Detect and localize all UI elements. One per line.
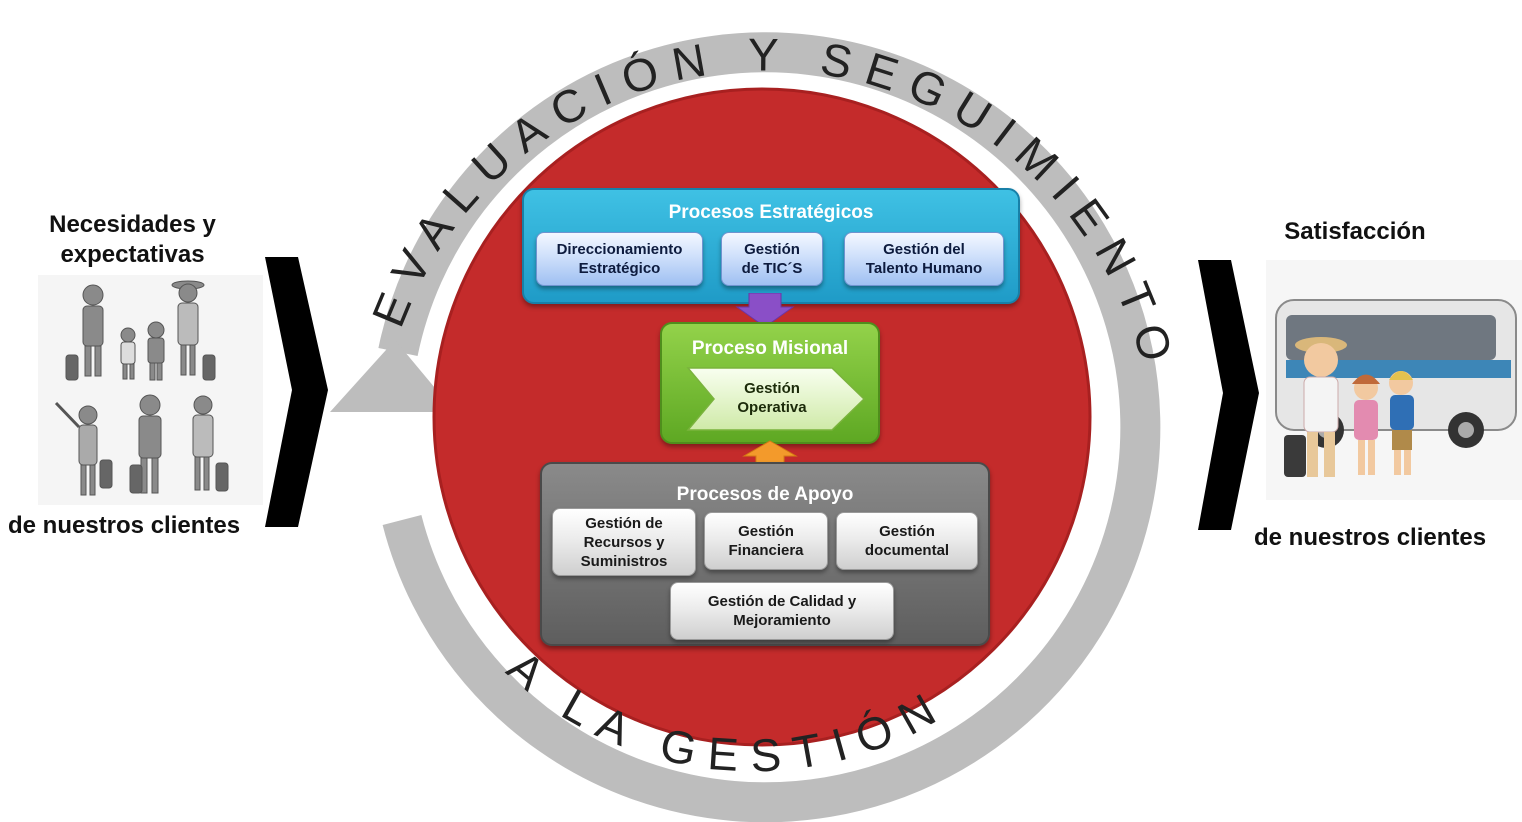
chevron-right-icon bbox=[1198, 260, 1259, 530]
mission-item-gestion-operativa: Gestión Operativa bbox=[737, 380, 807, 416]
left-footer: de nuestros clientes bbox=[8, 512, 241, 539]
right-footer: de nuestros clientes bbox=[1254, 524, 1487, 551]
bus-family-illustration bbox=[1266, 260, 1522, 500]
support-processes-title: Procesos de Apoyo bbox=[676, 484, 854, 505]
strategic-processes-title: Procesos Estratégicos bbox=[668, 202, 874, 223]
mission-item-shape bbox=[686, 367, 866, 431]
travelers-illustration bbox=[38, 275, 263, 505]
mission-process-group: Proceso Misional Gestión Operativa bbox=[660, 322, 880, 444]
arrow-down-icon bbox=[735, 293, 795, 328]
support-item-documental: Gestión documental bbox=[836, 512, 978, 570]
strategic-item-tics: Gestión de TIC´S bbox=[721, 232, 823, 286]
right-title: Satisfacción bbox=[1284, 218, 1426, 245]
mission-process-title: Proceso Misional bbox=[691, 338, 849, 359]
support-item-recursos: Gestión de Recursos y Suministros bbox=[552, 508, 696, 576]
support-item-calidad: Gestión de Calidad y Mejoramiento bbox=[670, 582, 894, 640]
left-title: Necesidades y expectativas bbox=[49, 211, 216, 268]
chevron-right-icon bbox=[265, 257, 328, 527]
strategic-item-talento-humano: Gestión del Talento Humano bbox=[844, 232, 1004, 286]
support-processes-group: Procesos de Apoyo Gestión de Recursos y … bbox=[540, 462, 990, 646]
support-item-financiera: Gestión Financiera bbox=[704, 512, 828, 570]
strategic-processes-group: Procesos Estratégicos Direccionamiento E… bbox=[522, 188, 1020, 304]
strategic-item-direccionamiento: Direccionamiento Estratégico bbox=[536, 232, 703, 286]
